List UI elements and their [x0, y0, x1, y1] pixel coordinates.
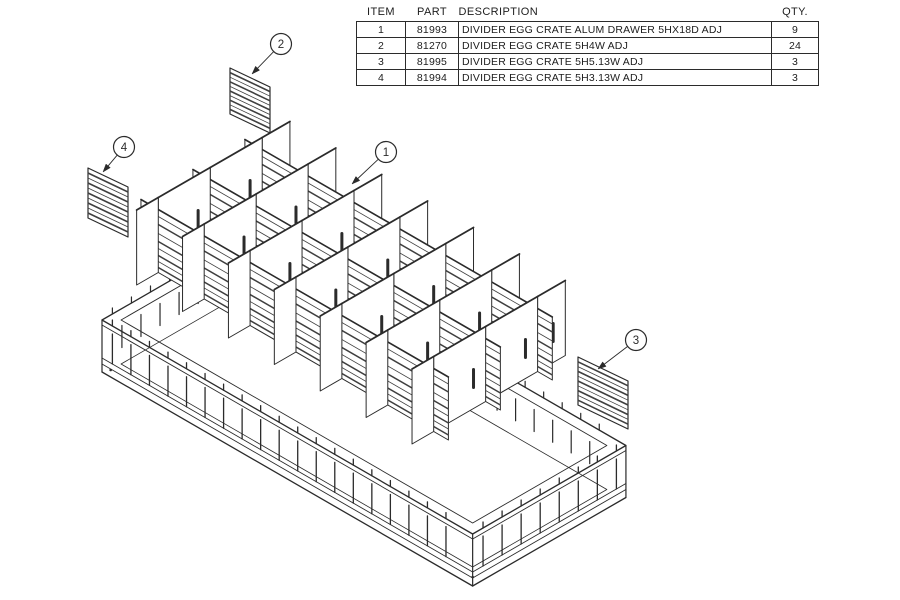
table-header-row: ITEM PART DESCRIPTION QTY.: [357, 6, 819, 22]
table-row: 1 81993 DIVIDER EGG CRATE ALUM DRAWER 5H…: [356, 21, 819, 38]
callout-balloon: [374, 140, 398, 164]
cell-item: 3: [356, 53, 406, 70]
callout-2: 2: [251, 32, 293, 75]
cell-qty: 24: [771, 37, 819, 54]
col-header-item: ITEM: [367, 6, 395, 18]
cell-part: 81994: [405, 69, 459, 86]
table-row: 4 81994 DIVIDER EGG CRATE 5H3.13W ADJ 3: [356, 69, 819, 86]
callout-number: 2: [278, 39, 284, 51]
cell-description: DIVIDER EGG CRATE 5H4W ADJ: [458, 37, 772, 54]
col-header-description: DESCRIPTION: [458, 6, 539, 18]
cell-qty: 3: [771, 53, 819, 70]
cell-part: 81270: [405, 37, 459, 54]
callout-number: 4: [121, 142, 128, 154]
cell-qty: 9: [771, 21, 819, 38]
cell-description: DIVIDER EGG CRATE ALUM DRAWER 5HX18D ADJ: [458, 21, 772, 38]
cell-item: 1: [356, 21, 406, 38]
cell-item: 4: [356, 69, 406, 86]
divider-panel-item-4: [87, 167, 129, 238]
divider-panel-item-2: [229, 67, 271, 134]
col-header-qty: QTY.: [782, 6, 808, 18]
callout-balloon: [112, 135, 136, 159]
col-header-part: PART: [417, 6, 447, 18]
cell-part: 81995: [405, 53, 459, 70]
callout-balloon: [624, 328, 648, 352]
bom-table: ITEM PART DESCRIPTION QTY. 1 81993 DIVID…: [356, 6, 819, 86]
drawer-box: [101, 230, 627, 587]
cell-description: DIVIDER EGG CRATE 5H5.13W ADJ: [458, 53, 772, 70]
parts-table: ITEM PART DESCRIPTION QTY. 1 81993 DIVID…: [356, 6, 819, 86]
callout-4: 4: [102, 135, 136, 173]
cell-item: 2: [356, 37, 406, 54]
egg-crate-grid: [135, 120, 567, 445]
divider-panel-item-3: [577, 356, 629, 430]
cell-part: 81993: [405, 21, 459, 38]
callout-balloon: [269, 32, 293, 56]
callout-1: 1: [351, 140, 398, 185]
cell-qty: 3: [771, 69, 819, 86]
table-row: 2 81270 DIVIDER EGG CRATE 5H4W ADJ 24: [356, 37, 819, 54]
table-row: 3 81995 DIVIDER EGG CRATE 5H5.13W ADJ 3: [356, 53, 819, 70]
callout-number: 3: [633, 335, 639, 347]
callout-number: 1: [383, 147, 389, 159]
callout-3: 3: [597, 328, 648, 370]
cell-description: DIVIDER EGG CRATE 5H3.13W ADJ: [458, 69, 772, 86]
